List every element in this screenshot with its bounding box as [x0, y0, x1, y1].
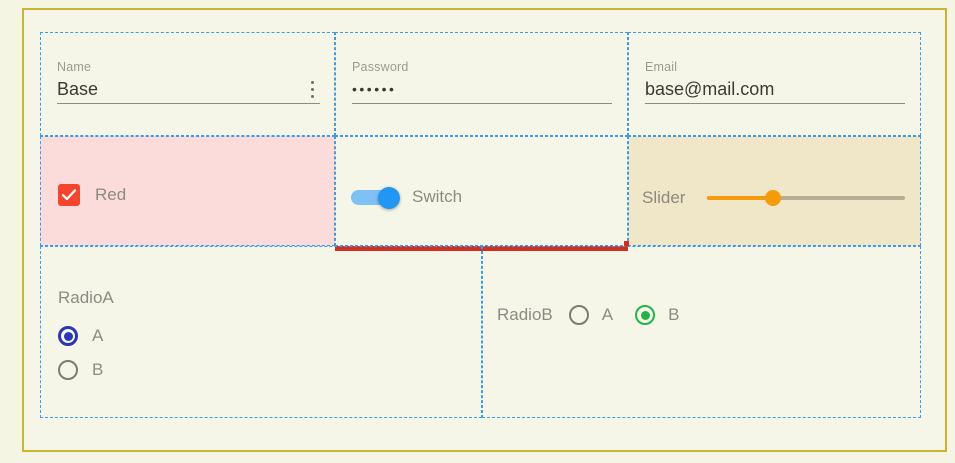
radio-unselected-icon[interactable] — [568, 305, 589, 325]
radio-b-option-b-label: B — [668, 305, 680, 324]
kebab-dot — [311, 88, 314, 91]
slider-track[interactable] — [707, 196, 906, 200]
switch-row[interactable]: Switch — [351, 186, 463, 209]
email-field[interactable]: Email base@mail.com — [645, 60, 905, 104]
name-field-label: Name — [57, 60, 92, 74]
kebab-dot — [311, 81, 314, 84]
password-field[interactable]: Password •••••• — [352, 60, 612, 104]
radio-a-option-b[interactable]: B — [58, 353, 114, 387]
slider-track-fill — [707, 196, 773, 200]
password-field-value[interactable]: •••••• — [352, 81, 397, 97]
grid-cell-email — [628, 32, 921, 136]
grid-cell-name — [40, 32, 335, 136]
name-field[interactable]: Name Base — [57, 60, 320, 104]
grid-cell-password — [335, 32, 628, 136]
grid-cell-radio-b — [482, 246, 921, 418]
checkmark-icon — [61, 189, 77, 201]
radio-b-option-a-label: A — [601, 305, 614, 324]
error-corner-marker — [624, 241, 629, 246]
switch-knob[interactable] — [378, 186, 400, 209]
email-field-label: Email — [645, 60, 678, 74]
radio-group-a[interactable]: RadioA A B — [58, 288, 114, 387]
red-checkbox-row[interactable]: Red — [58, 184, 126, 206]
radio-a-option-a[interactable]: A — [58, 319, 114, 353]
radio-group-b-label: RadioB — [497, 305, 553, 324]
password-field-label: Password — [352, 60, 409, 74]
radio-group-a-label: RadioA — [58, 288, 114, 307]
password-field-row[interactable]: •••••• — [352, 78, 612, 104]
grid-cell-checkbox — [40, 136, 335, 246]
radio-b-option-a[interactable]: A — [568, 298, 614, 332]
red-checkbox-label: Red — [95, 185, 127, 204]
grid-cell-switch — [335, 136, 628, 246]
kebab-menu-icon[interactable] — [305, 81, 320, 100]
name-field-row[interactable]: Base — [57, 78, 320, 104]
switch-toggle[interactable] — [351, 186, 400, 209]
grid-cell-radio-a — [40, 246, 482, 418]
email-field-row[interactable]: base@mail.com — [645, 78, 905, 104]
kebab-dot — [311, 95, 314, 98]
email-field-value[interactable]: base@mail.com — [645, 79, 775, 99]
name-field-value[interactable]: Base — [57, 79, 99, 99]
slider[interactable] — [707, 188, 906, 208]
slider-label: Slider — [642, 188, 686, 207]
radio-a-option-a-label: A — [92, 326, 104, 345]
radio-a-option-b-label: B — [92, 360, 104, 379]
slider-thumb[interactable] — [764, 190, 781, 206]
form-page-frame: Name Base Password •••••• Email base@mai… — [22, 8, 947, 452]
radio-group-b[interactable]: RadioB A B — [497, 298, 701, 332]
radio-selected-icon[interactable] — [58, 326, 78, 346]
switch-label: Switch — [412, 187, 463, 206]
radio-selected-icon[interactable] — [635, 305, 656, 325]
red-checkbox[interactable] — [58, 184, 80, 206]
radio-b-option-b[interactable]: B — [635, 298, 679, 332]
radio-unselected-icon[interactable] — [58, 360, 78, 380]
slider-row[interactable]: Slider — [642, 188, 906, 208]
